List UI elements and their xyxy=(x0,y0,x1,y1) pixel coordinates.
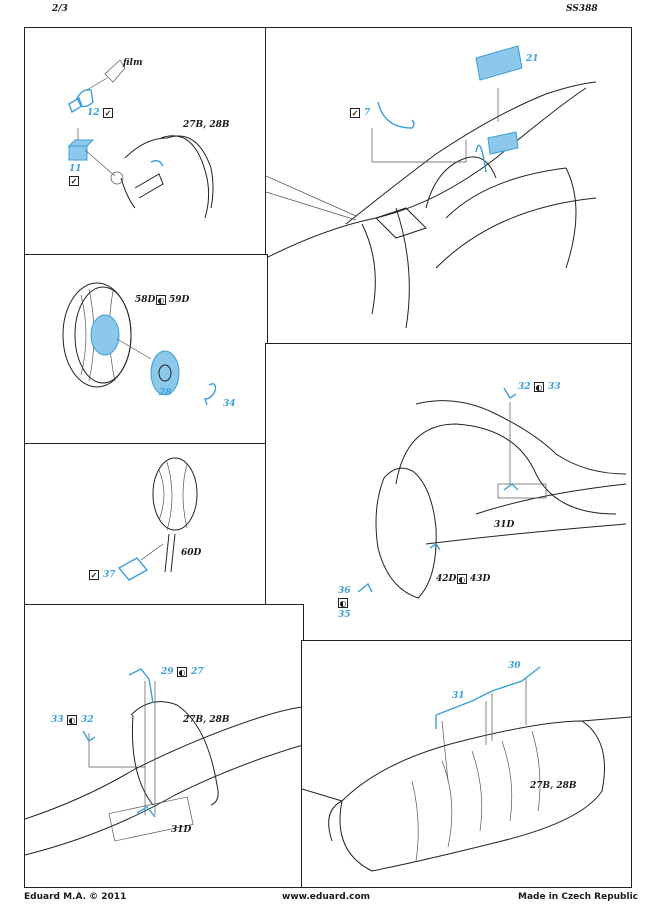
ref-58d-label: 58D xyxy=(135,295,156,305)
bend-symbol xyxy=(103,108,113,118)
flip-symbol xyxy=(457,574,467,584)
flip-symbol xyxy=(177,667,187,677)
ref-31d-label: 31D xyxy=(494,520,515,530)
part-32-label: 32 xyxy=(81,715,94,725)
part-7-label: 7 xyxy=(364,108,371,118)
gear-leg-drawing xyxy=(25,668,303,856)
flip-symbol xyxy=(338,598,348,608)
fuselage-drawing xyxy=(266,45,597,329)
ref-43d-label: 43D xyxy=(470,574,491,584)
page-number: 2/3 xyxy=(52,4,68,14)
part-30-label: 30 xyxy=(508,661,521,671)
gear-door-drawing xyxy=(357,387,627,599)
part-11-label: 11 xyxy=(69,164,82,174)
cowling-drawing xyxy=(302,666,631,872)
bend-symbol xyxy=(69,176,79,186)
panel-gear-leg: 29 27 33 32 27B, 28B 31D xyxy=(24,604,304,888)
panel-cockpit-detail: film 12 11 27B, 28B xyxy=(24,27,268,257)
bend-symbol xyxy=(350,108,360,118)
flip-symbol xyxy=(67,715,77,725)
ref-label: 27B, 28B xyxy=(183,715,230,725)
footer-copyright: Eduard M.A. © 2011 xyxy=(24,892,127,902)
ref-60d-label: 60D xyxy=(181,548,202,558)
ref-label: 27B, 28B xyxy=(530,781,577,791)
panel-gear-door: 32 33 31D 42D 43D 36 35 xyxy=(265,343,632,642)
film-label: film xyxy=(123,58,143,68)
ref-label: 27B, 28B xyxy=(183,120,230,130)
ref-31d-label: 31D xyxy=(171,825,192,835)
panel-wheel: 58D 59D 28 34 xyxy=(24,254,268,446)
part-36-label: 36 xyxy=(338,586,351,596)
set-code: SS388 xyxy=(566,4,598,14)
part-32-label: 32 xyxy=(518,382,531,392)
part-21-label: 21 xyxy=(526,54,539,64)
part-33-label: 33 xyxy=(548,382,561,392)
part-28-label: 28 xyxy=(159,388,172,398)
bend-symbol xyxy=(89,570,99,580)
part-37-label: 37 xyxy=(103,570,116,580)
flip-symbol xyxy=(534,382,544,392)
footer-origin: Made in Czech Republic xyxy=(518,892,638,902)
part-33-label: 33 xyxy=(51,715,64,725)
flip-symbol xyxy=(156,295,166,305)
wheel-drawing xyxy=(62,282,217,406)
part-31-label: 31 xyxy=(452,691,465,701)
part-35-label: 35 xyxy=(338,610,351,620)
panel-cowling: 30 31 27B, 28B xyxy=(301,640,632,888)
cockpit-drawing xyxy=(67,59,214,219)
panel-cockpit-overview: 7 21 xyxy=(265,27,632,345)
part-27-label: 27 xyxy=(191,667,204,677)
panel-tail-wheel: 60D 37 xyxy=(24,443,268,607)
ref-59d-label: 59D xyxy=(169,295,190,305)
part-29-label: 29 xyxy=(161,667,174,677)
tail-wheel-drawing xyxy=(117,457,198,581)
part-34-label: 34 xyxy=(223,399,236,409)
footer-website[interactable]: www.eduard.com xyxy=(282,892,371,902)
ref-42d-label: 42D xyxy=(436,574,457,584)
part-12-label: 12 xyxy=(87,108,100,118)
